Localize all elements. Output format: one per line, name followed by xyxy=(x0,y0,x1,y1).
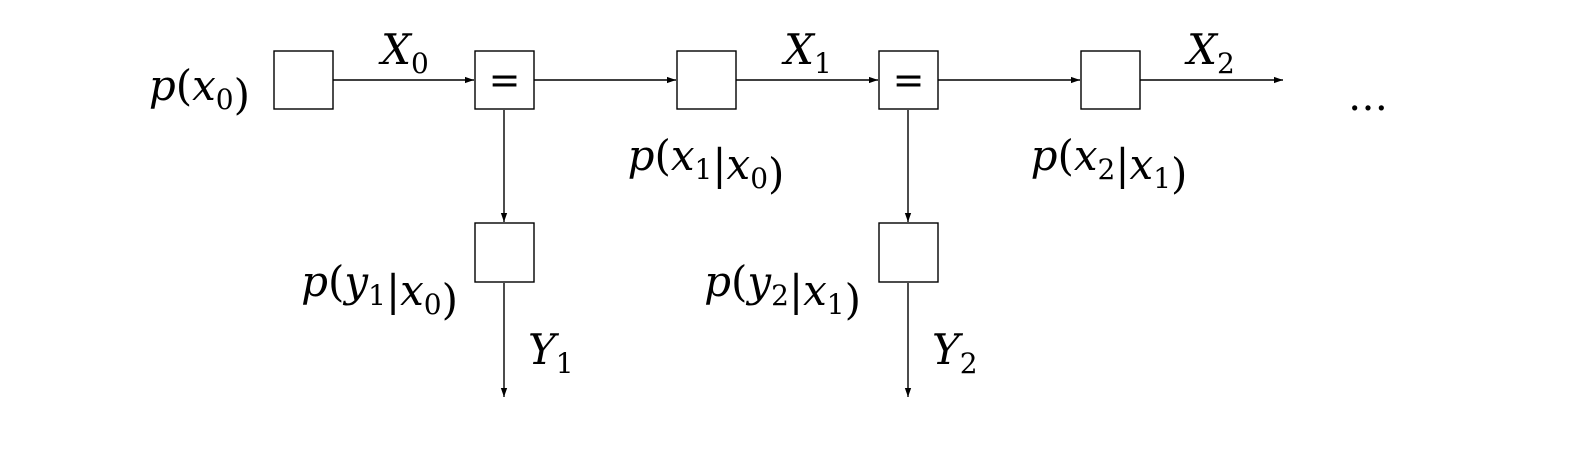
prior-factor-label: p(x0) xyxy=(149,61,250,119)
transition-factor-label-1: p(x1|x0) xyxy=(628,131,785,198)
edge-label-x0: X0 xyxy=(378,25,429,80)
transition-factor-node-1 xyxy=(676,50,737,110)
observation-factor-label-1: p(y1|x0) xyxy=(301,257,458,324)
prior-factor-node xyxy=(273,50,334,110)
edge-label-x1: X1 xyxy=(781,25,832,80)
observation-factor-label-2: p(y2|x1) xyxy=(704,257,861,324)
equality-symbol-2: = xyxy=(893,58,925,102)
edge-label-y2: Y2 xyxy=(932,325,978,380)
equality-node-2 xyxy=(878,50,939,110)
observation-factor-node-1 xyxy=(474,222,535,283)
transition-factor-node-2 xyxy=(1080,50,1141,110)
continuation-ellipsis: … xyxy=(1348,74,1388,120)
equality-node-1 xyxy=(474,50,535,110)
transition-factor-label-2: p(x2|x1) xyxy=(1031,131,1188,198)
observation-factor-node-2 xyxy=(878,222,939,283)
equality-symbol-1: = xyxy=(489,58,521,102)
edge-label-x2: X2 xyxy=(1184,25,1235,80)
edge-label-y1: Y1 xyxy=(528,325,574,380)
